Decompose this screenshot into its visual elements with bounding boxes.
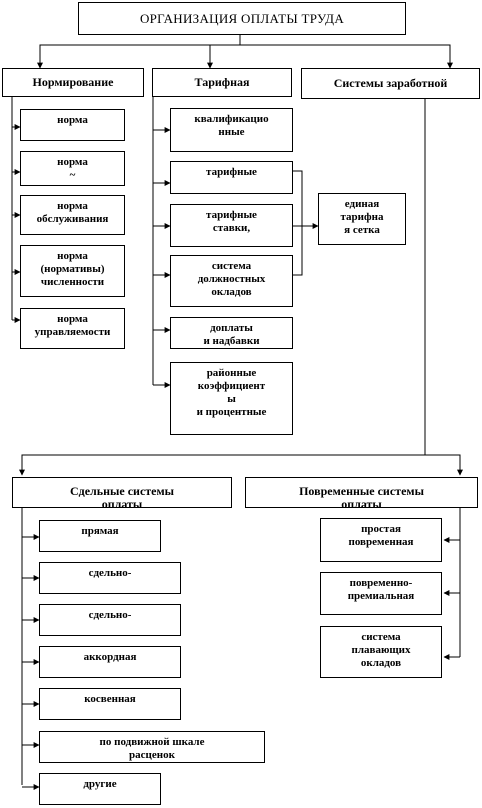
header-piece-rate: Сдельные системы оплаты (12, 477, 232, 508)
time-item-2: повременно- премиальная (320, 572, 442, 615)
header-tariff: Тарифная (152, 68, 292, 97)
tariff-item-3: тарифные ставки, (170, 204, 293, 247)
unified-tariff-grid: единая тарифна я сетка (318, 193, 406, 245)
tariff-item-2: тарифные (170, 161, 293, 194)
tariff-item-4: система должностных окладов (170, 255, 293, 307)
piece-item-4: аккордная (39, 646, 181, 678)
piece-item-7: другие (39, 773, 161, 805)
norm-item-4: норма (нормативы) численности (20, 245, 125, 297)
piece-item-3: сдельно- (39, 604, 181, 636)
norm-item-1: норма (20, 109, 125, 141)
time-item-3: система плавающих окладов (320, 626, 442, 678)
tariff-item-6: районные коэффициент ы и процентные (170, 362, 293, 435)
norm-item-2: норма ~ (20, 151, 125, 186)
header-time-rate: Повременные системы оплаты (245, 477, 478, 508)
piece-item-1: прямая (39, 520, 161, 552)
tariff-item-5: доплаты и надбавки (170, 317, 293, 349)
piece-item-2: сдельно- (39, 562, 181, 594)
main-title: ОРГАНИЗАЦИЯ ОПЛАТЫ ТРУДА (78, 2, 406, 35)
header-norm: Нормирование (2, 68, 144, 97)
piece-item-5: косвенная (39, 688, 181, 720)
time-item-1: простая повременная (320, 518, 442, 562)
tariff-item-1: квалификацио нные (170, 108, 293, 152)
norm-item-3: норма обслуживания (20, 195, 125, 235)
piece-item-6: по подвижной шкале расценок (39, 731, 265, 763)
norm-item-5: норма управляемости (20, 308, 125, 349)
header-pay-systems: Системы заработной (301, 68, 480, 99)
